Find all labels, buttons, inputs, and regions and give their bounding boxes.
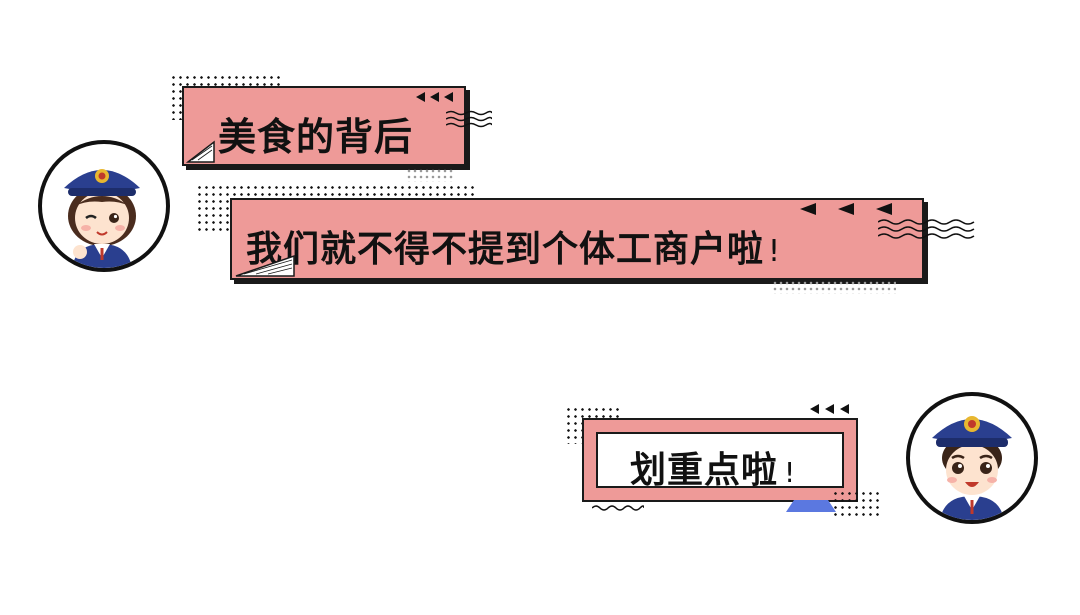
message-text: 我们就不得不提到个体工商户啦! [246, 220, 781, 272]
title-bubble: 美食的背后 [182, 86, 466, 166]
wave-lines-decoration [878, 219, 975, 239]
wave-lines-decoration [592, 505, 644, 511]
highlight-bubble: 划重点啦! [582, 418, 858, 502]
folded-corner-decoration [186, 140, 215, 163]
avatar-male-officer [906, 392, 1038, 524]
title-text: 美食的背后 [218, 115, 414, 159]
triangle-arrows-decoration [800, 203, 892, 215]
folded-corner-decoration [235, 254, 295, 277]
message-main-text: 我们就不得不提到个体工商户啦 [246, 229, 765, 270]
triangle-arrows-decoration [416, 92, 453, 102]
dot-pattern-decoration [406, 168, 454, 182]
exclaim-mark: ! [784, 456, 797, 489]
avatar-female-officer [38, 140, 170, 272]
triangle-arrows-decoration [810, 404, 849, 414]
highlight-text: 划重点啦! [630, 441, 796, 493]
blue-trapezoid-decoration [786, 500, 836, 512]
dot-pattern-decoration [772, 280, 896, 294]
female-tax-officer-icon [64, 169, 140, 268]
exclaim-mark: ! [768, 234, 782, 269]
highlight-main-text: 划重点啦 [630, 450, 779, 491]
wave-lines-decoration [446, 110, 492, 128]
highlight-inner-box: 划重点啦! [596, 432, 844, 491]
male-tax-officer-icon [932, 416, 1012, 520]
dot-pattern-decoration [832, 490, 880, 518]
